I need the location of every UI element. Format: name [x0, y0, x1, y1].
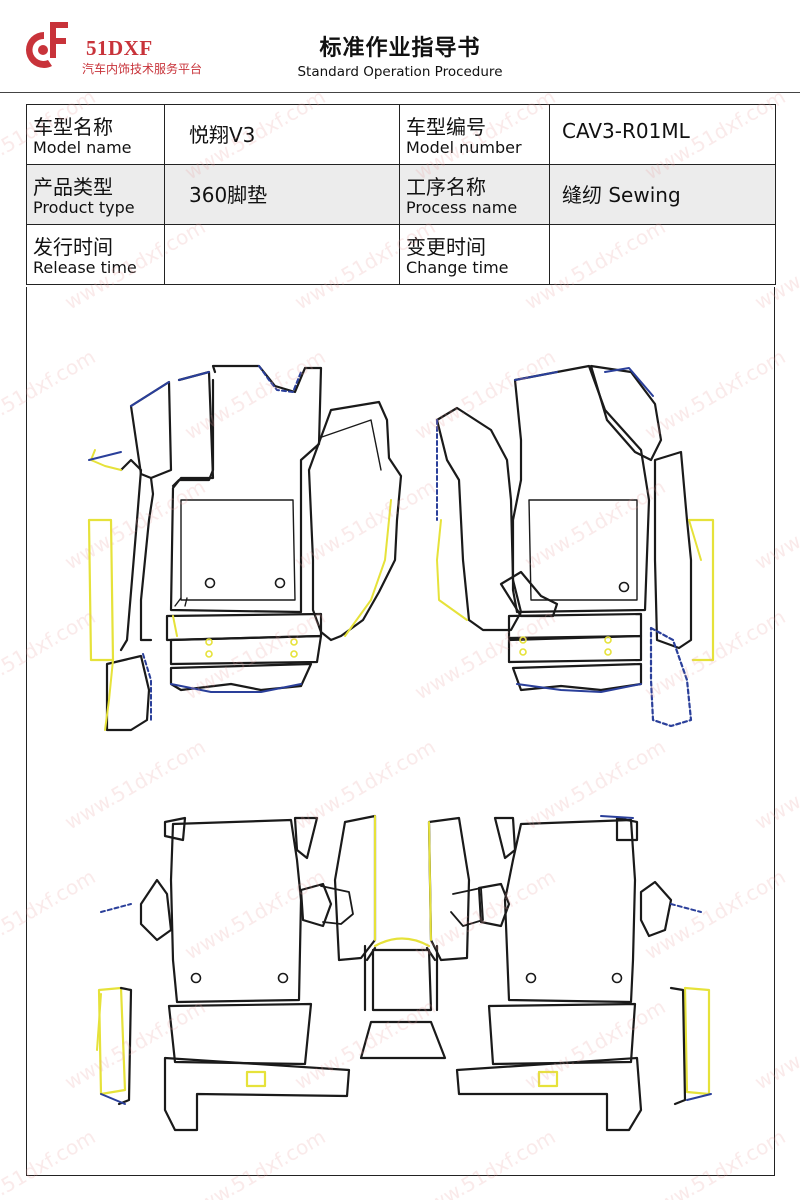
bottom-center-pattern-group: [359, 816, 471, 1060]
floor-mat-patterns: [87, 364, 715, 1132]
label-en: Release time: [33, 258, 137, 277]
logo: 51DXF 汽车内饰技术服务平台: [22, 18, 282, 78]
center-trapezoid: [359, 1020, 447, 1060]
model-name-value: 悦翔V3: [164, 104, 400, 165]
label-en: Model name: [33, 138, 132, 157]
header-divider: [0, 92, 800, 93]
title-cn: 标准作业指导书: [319, 36, 481, 61]
label-cn: 车型名称: [33, 115, 113, 139]
tunnel-piece: [333, 814, 377, 962]
front-bar-6: [511, 662, 643, 692]
center-tunnel: [371, 948, 433, 1012]
front-bar-4: [507, 612, 643, 640]
release-time-value: [164, 224, 400, 285]
rear-right-strip: [455, 1056, 643, 1132]
label-en: Model number: [406, 138, 522, 157]
change-time-value: [549, 224, 776, 285]
rear-right-lower: [487, 1002, 637, 1066]
title-en: Standard Operation Procedure: [297, 64, 503, 80]
front-bar-2: [169, 634, 323, 666]
right-side-strip: [653, 450, 693, 650]
label-en: Change time: [406, 258, 509, 277]
document-title: 标准作业指导书 Standard Operation Procedure: [0, 30, 800, 80]
door-sill-left: [307, 400, 403, 642]
logo-mark-icon: [26, 22, 68, 68]
seat-bracket-right: [639, 880, 673, 938]
label-en: Product type: [33, 198, 135, 217]
label-cn: 产品类型: [33, 175, 113, 199]
passenger-mat-main: [511, 364, 651, 614]
yellow-seams: [90, 449, 702, 1051]
label-cn: 发行时间: [33, 235, 113, 259]
left-side-strip: [119, 458, 143, 652]
label-cn: 车型编号: [406, 115, 486, 139]
bottom-left-pattern-group: [97, 814, 377, 1132]
rear-left-strip: [163, 1056, 351, 1132]
top-left-pattern-group: [87, 364, 403, 732]
rear-left-lower: [167, 1002, 313, 1066]
seat-bracket-left: [139, 878, 173, 942]
rear-mat-left: [169, 818, 303, 1004]
label-cn: 工序名称: [406, 175, 486, 199]
pattern-drawing: [26, 287, 775, 1176]
value-text: 悦翔V3: [189, 123, 256, 147]
passenger-mat-inner: [528, 499, 638, 601]
value-text: 360脚垫: [189, 183, 268, 207]
logo-tagline: 汽车内饰技术服务平台: [82, 62, 203, 76]
driver-mat-inner: [180, 499, 296, 601]
logo-brand-text: 51DXF: [86, 36, 153, 60]
value-text: [165, 225, 399, 239]
top-right-pattern-group: [435, 364, 715, 728]
value-text: CAV3-R01ML: [562, 119, 690, 143]
value-text: 缝纫 Sewing: [562, 183, 681, 207]
heel-pad: [129, 380, 173, 480]
value-text: [550, 225, 775, 239]
door-sill-right: [435, 406, 523, 632]
driver-mat-main: [169, 364, 323, 614]
bottom-right-pattern-group: [450, 816, 711, 1132]
process-name-value: 缝纫 Sewing: [549, 164, 776, 225]
model-number-value: CAV3-R01ML: [549, 104, 776, 165]
rear-mat-right: [503, 818, 637, 1004]
label-cn: 变更时间: [406, 235, 486, 259]
label-en: Process name: [406, 198, 518, 217]
front-bar-5: [507, 634, 643, 664]
product-type-value: 360脚垫: [164, 164, 400, 225]
blue-bindings: [88, 365, 712, 1105]
